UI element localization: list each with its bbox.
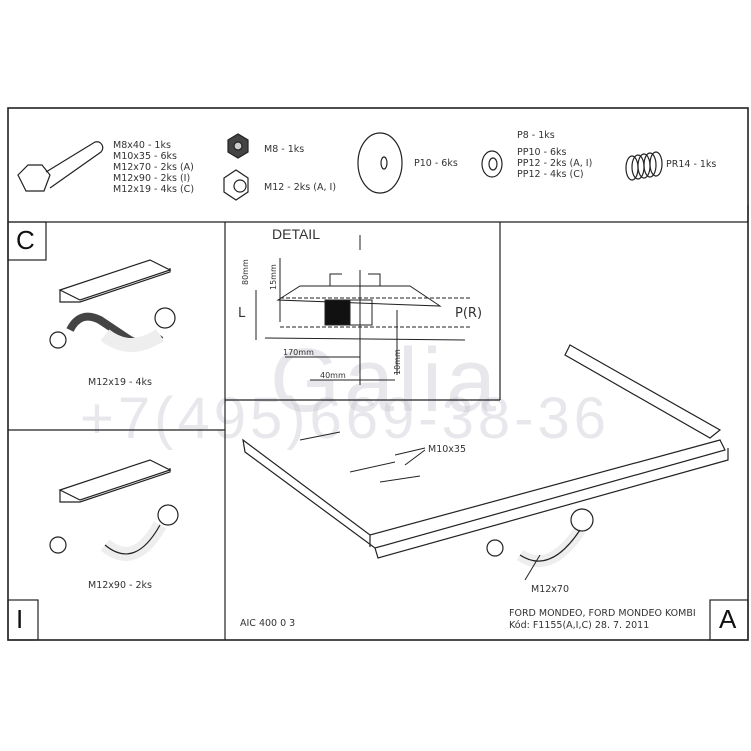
washer-p10-icon bbox=[357, 132, 403, 194]
vehicle-name: FORD MONDEO, FORD MONDEO KOMBI bbox=[509, 608, 696, 619]
panel-a-bolt-label: M12x70 bbox=[531, 584, 569, 595]
towbar-i-drawing bbox=[49, 459, 179, 561]
drawing-code: AIC 400 0 3 bbox=[240, 618, 296, 629]
panel-c-letter: C bbox=[16, 225, 35, 255]
bolt-item: M12x90 - 2ks (I) bbox=[113, 173, 191, 184]
nut-m8-icon bbox=[227, 133, 249, 159]
bolt-item: M12x70 - 2ks (A) bbox=[113, 162, 194, 173]
washer-pp-icon bbox=[481, 150, 503, 178]
washer-p10-label: P10 - 6ks bbox=[414, 158, 458, 169]
watermark-brand: Galia bbox=[270, 331, 501, 431]
washer-pp-list: P8 - 1ks PP10 - 6ks PP12 - 2ks (A, I) PP… bbox=[517, 130, 592, 180]
washer-item: P8 - 1ks bbox=[517, 130, 555, 141]
detail-right-label: P(R) bbox=[455, 306, 483, 321]
bolt-item: M8x40 - 1ks bbox=[113, 140, 171, 151]
towbar-c-drawing bbox=[49, 259, 176, 352]
dim-80mm: 80mm bbox=[241, 259, 250, 285]
panel-a-m10-label: M10x35 bbox=[428, 444, 466, 455]
washer-item: PP12 - 4ks (C) bbox=[517, 169, 584, 180]
dim-40mm: 40mm bbox=[320, 371, 346, 380]
spring-washer-icon bbox=[625, 151, 663, 181]
nut-m8-label: M8 - 1ks bbox=[264, 144, 305, 155]
panel-i-letter: I bbox=[16, 604, 24, 634]
bolt-list: M8x40 - 1ks M10x35 - 6ks M12x70 - 2ks (A… bbox=[113, 140, 194, 195]
washer-item: PP10 - 6ks bbox=[517, 147, 567, 158]
nut-m12-icon bbox=[223, 169, 249, 201]
dim-10mm: 10mm bbox=[393, 349, 402, 375]
panel-a-letter: A bbox=[719, 604, 737, 634]
bolt-item: M12x19 - 4ks (C) bbox=[113, 184, 195, 195]
towbar-a-drawing bbox=[242, 344, 729, 568]
nut-m12-label: M12 - 2ks (A, I) bbox=[264, 182, 337, 193]
dim-170mm: 170mm bbox=[283, 348, 314, 357]
m10-bolts-drawing bbox=[299, 431, 541, 581]
detail-left-label: L bbox=[238, 306, 246, 321]
dim-15mm: 15mm bbox=[269, 264, 278, 290]
bolt-item: M10x35 - 6ks bbox=[113, 151, 177, 162]
bolt-icon bbox=[17, 141, 104, 192]
watermark-phone: +7(495)669-38-36 bbox=[80, 386, 610, 451]
washer-item: PP12 - 2ks (A, I) bbox=[517, 158, 593, 169]
panel-c-bolt-label: M12x19 - 4ks bbox=[88, 377, 152, 388]
kod-date: Kód: F1155(A,I,C) 28. 7. 2011 bbox=[509, 620, 650, 631]
detail-title: DETAIL bbox=[272, 226, 320, 242]
detail-drawing bbox=[255, 235, 470, 385]
panel-i-bolt-label: M12x90 - 2ks bbox=[88, 580, 152, 591]
spring-washer-label: PR14 - 1ks bbox=[666, 159, 717, 170]
